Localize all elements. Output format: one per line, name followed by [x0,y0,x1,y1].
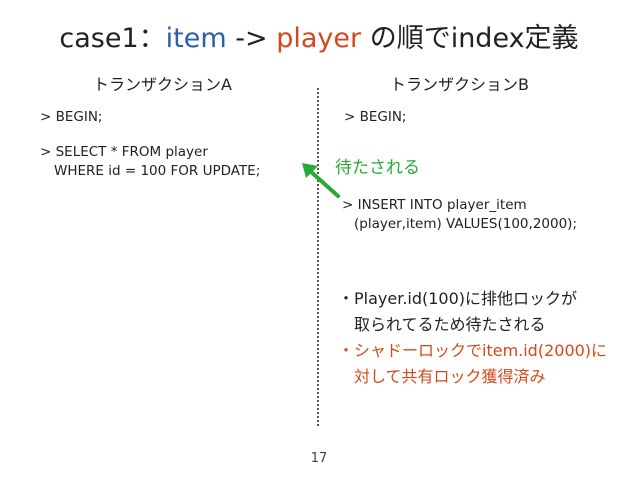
notes-list: ・ Player.id(100)に排他ロックが 取られてるため待たされる ・ シ… [338,286,607,390]
select-line-2: WHERE id = 100 FOR UPDATE; [54,163,261,179]
note-line: 取られてるため待たされる [354,315,546,334]
transaction-a-heading: トランザクションA [93,75,232,94]
note-bullet: ・ [338,289,355,308]
transaction-a-select: > SELECT * FROM player WHERE id = 100 FO… [40,143,260,181]
note-line: 対して共有ロック獲得済み [354,367,546,386]
title-player: player [276,23,362,54]
transaction-b-begin: > BEGIN; [344,109,407,125]
transaction-b-heading: トランザクションB [390,75,529,94]
transaction-b-insert: > INSERT INTO player_item (player,item) … [342,196,577,234]
note-line: Player.id(100)に排他ロックが [354,289,578,308]
page-number: 17 [310,451,328,466]
slide-title: case1：item -> player の順でindex定義 [0,16,638,55]
title-prefix: case1： [59,23,166,54]
note-shadow-lock: ・ シャドーロックでitem.id(2000)に 対して共有ロック獲得済み [338,338,607,390]
select-line-1: > SELECT * FROM player [40,144,208,160]
note-bullet: ・ [338,341,355,360]
title-suffix: の順でindex定義 [361,23,579,54]
note-exclusive-lock: ・ Player.id(100)に排他ロックが 取られてるため待たされる [338,286,607,338]
insert-line-1: > INSERT INTO player_item [342,197,527,213]
wait-label: 待たされる [335,158,420,178]
column-divider [317,88,319,426]
title-item: item [165,23,227,54]
title-arrow: -> [226,23,277,54]
transaction-a-begin: > BEGIN; [40,109,103,125]
insert-line-2: (player,item) VALUES(100,2000); [354,216,577,232]
arrow-up-left-icon [302,163,340,198]
note-line: シャドーロックでitem.id(2000)に [354,341,608,360]
